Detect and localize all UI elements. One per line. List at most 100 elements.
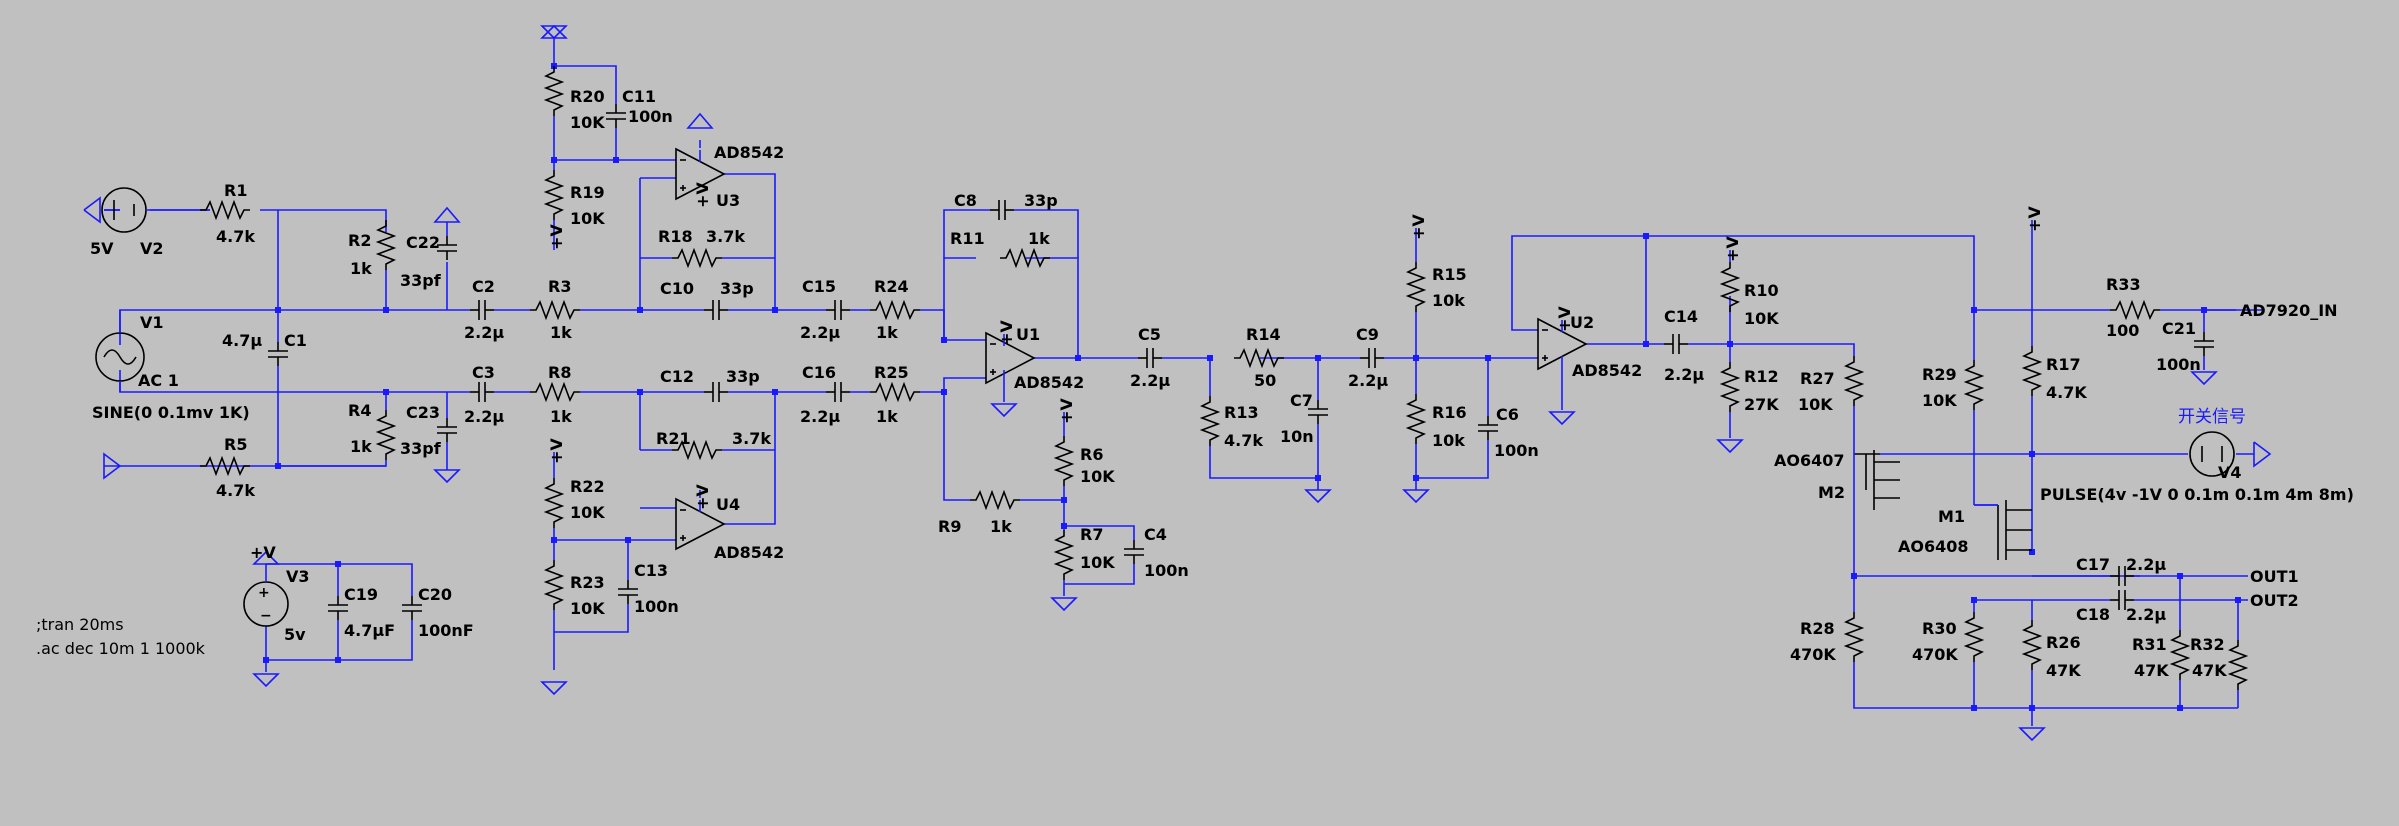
u2-supply-label: +V	[1555, 306, 1574, 332]
m1-value: AO6408	[1898, 537, 1969, 556]
v2-source	[83, 187, 210, 233]
r3-ref: R3	[548, 277, 571, 296]
r20-ref: R20	[570, 87, 605, 106]
switch-signal-label: 开关信号	[2178, 407, 2246, 427]
r33-ref: R33	[2106, 275, 2141, 294]
c4-ref: C4	[1144, 525, 1167, 544]
c12-ref: C12	[660, 367, 694, 386]
r6-ref: R6	[1080, 445, 1103, 464]
u3-supply-label: +V	[693, 182, 712, 208]
r3-value: 1k	[550, 323, 572, 342]
r8-value: 1k	[550, 407, 572, 426]
u3-value: AD8542	[714, 143, 784, 162]
c9-ref: C9	[1356, 325, 1379, 344]
r7-value: 10K	[1080, 553, 1115, 572]
r7-ref: R7	[1080, 525, 1103, 544]
v1-ref: V1	[140, 313, 164, 332]
svg-text:+: +	[258, 585, 270, 601]
r5-ref: R5	[224, 435, 247, 454]
r4-ref: R4	[348, 401, 371, 420]
r16-ref: R16	[1432, 403, 1467, 422]
r21-ref: R21	[656, 429, 691, 448]
v3-supply-label: +V	[250, 543, 276, 562]
r13-ref: R13	[1224, 403, 1259, 422]
r15-value: 10k	[1432, 291, 1465, 310]
c19-ref: C19	[344, 585, 378, 604]
r17-supply-label: +V	[2025, 206, 2044, 232]
r19-supply-label: +V	[547, 224, 566, 250]
u1-value: AD8542	[1014, 373, 1084, 392]
m2-ref: M2	[1818, 483, 1845, 502]
svg-text:−: −	[260, 608, 272, 624]
c13-ref: C13	[634, 561, 668, 580]
out2-label: OUT2	[2250, 591, 2299, 610]
r11-ref: R11	[950, 229, 985, 248]
r30-ref: R30	[1922, 619, 1957, 638]
ac-directive: .ac dec 10m 1 1000k	[36, 639, 206, 658]
r33-value: 100	[2106, 321, 2139, 340]
r22-value: 10K	[570, 503, 605, 522]
r30-value: 470K	[1912, 645, 1958, 664]
supply-arrows	[553, 220, 2033, 464]
opamps	[675, 148, 1587, 550]
r4-value: 1k	[350, 437, 372, 456]
r1-ref: R1	[224, 181, 247, 200]
c18-value: 2.2µ	[2126, 605, 2166, 624]
r2-ref: R2	[348, 231, 371, 250]
r18-ref: R18	[658, 227, 693, 246]
r16-value: 10k	[1432, 431, 1465, 450]
r31-ref: R31	[2132, 635, 2167, 654]
v1-extra: SINE(0 0.1mv 1K)	[92, 403, 250, 422]
c17-value: 2.2µ	[2126, 555, 2166, 574]
r26-value: 47K	[2046, 661, 2081, 680]
v2-ref: V2	[140, 239, 164, 258]
r20-value: 10K	[570, 113, 605, 132]
r29-value: 10K	[1922, 391, 1957, 410]
r9-value: 1k	[990, 517, 1012, 536]
c6-ref: C6	[1496, 405, 1519, 424]
c14-ref: C14	[1664, 307, 1698, 326]
ad7920-flag	[2201, 307, 2236, 313]
u4-ref: U4	[716, 495, 740, 514]
v2-value: 5V	[90, 239, 114, 258]
r28-ref: R28	[1800, 619, 1835, 638]
r22-ref: R22	[570, 477, 605, 496]
c5-ref: C5	[1138, 325, 1161, 344]
u1-supply-label: +V	[997, 320, 1016, 346]
u3-ref: U3	[716, 191, 740, 210]
c23-value: 33pf	[400, 439, 442, 458]
c7-value: 10n	[1280, 427, 1314, 446]
c15-value: 2.2µ	[800, 323, 840, 342]
c11-ref: C11	[622, 87, 656, 106]
c10-ref: C10	[660, 279, 694, 298]
u4-value: AD8542	[714, 543, 784, 562]
c8-ref: C8	[954, 191, 977, 210]
c17-ref: C17	[2076, 555, 2110, 574]
c14-value: 2.2µ	[1664, 365, 1704, 384]
r9-ref: R9	[938, 517, 961, 536]
r12-value: 27K	[1744, 395, 1779, 414]
c9-value: 2.2µ	[1348, 371, 1388, 390]
r15-ref: R15	[1432, 265, 1467, 284]
c11-value: 100n	[628, 107, 673, 126]
c4-value: 100n	[1144, 561, 1189, 580]
r26-ref: R26	[2046, 633, 2081, 652]
c16-ref: C16	[802, 363, 836, 382]
r19-value: 10K	[570, 209, 605, 228]
r23-ref: R23	[570, 573, 605, 592]
v4-value: PULSE(4v -1V 0 0.1m 0.1m 4m 8m)	[2040, 485, 2354, 504]
c22-ref: C22	[406, 233, 440, 252]
mosfets	[1853, 450, 2032, 560]
r17-ref: R17	[2046, 355, 2081, 374]
v3-ref: V3	[286, 567, 310, 586]
r24-value: 1k	[876, 323, 898, 342]
c19-value: 4.7µF	[344, 621, 395, 640]
ground-symbols	[253, 24, 2217, 741]
out1-label: OUT1	[2250, 567, 2299, 586]
v3-value: 5v	[284, 625, 306, 644]
r22-supply-label: +V	[547, 438, 566, 464]
r2-value: 1k	[350, 259, 372, 278]
c2-value: 2.2µ	[464, 323, 504, 342]
r27-value: 10K	[1798, 395, 1833, 414]
